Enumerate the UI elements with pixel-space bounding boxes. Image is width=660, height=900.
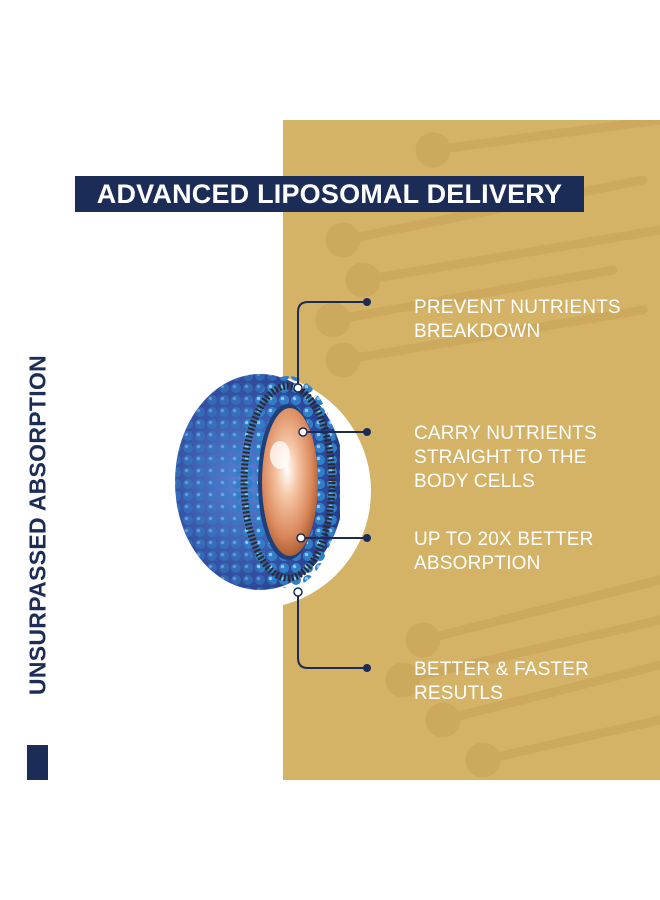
benefit-line: UP TO 20X BETTER	[414, 529, 594, 550]
benefit-item: BETTER & FASTER RESUTLS	[414, 658, 589, 706]
benefit-line: BETTER & FASTER	[414, 659, 590, 680]
benefit-item: UP TO 20X BETTER ABSORPTION	[414, 528, 594, 576]
benefit-line: BREAKDOWN	[414, 321, 541, 342]
benefit-line: PREVENT NUTRIENTS	[414, 297, 621, 318]
liposome-illustration	[175, 374, 340, 590]
benefit-line: STRAIGHT TO THE	[414, 447, 587, 468]
molecule-pattern-decoration	[315, 120, 660, 778]
benefit-item: CARRY NUTRIENTS STRAIGHT TO THE BODY CEL…	[414, 422, 597, 494]
title-banner: ADVANCED LIPOSOMAL DELIVERY	[75, 176, 584, 212]
benefit-line: ABSORPTION	[414, 553, 541, 574]
benefit-line: CARRY NUTRIENTS	[414, 423, 597, 444]
benefit-item: PREVENT NUTRIENTS BREAKDOWN	[414, 296, 621, 344]
page-title: ADVANCED LIPOSOMAL DELIVERY	[96, 178, 563, 209]
benefit-line: RESUTLS	[414, 683, 504, 704]
benefit-line: BODY CELLS	[414, 471, 535, 492]
side-accent-bar	[27, 745, 48, 780]
